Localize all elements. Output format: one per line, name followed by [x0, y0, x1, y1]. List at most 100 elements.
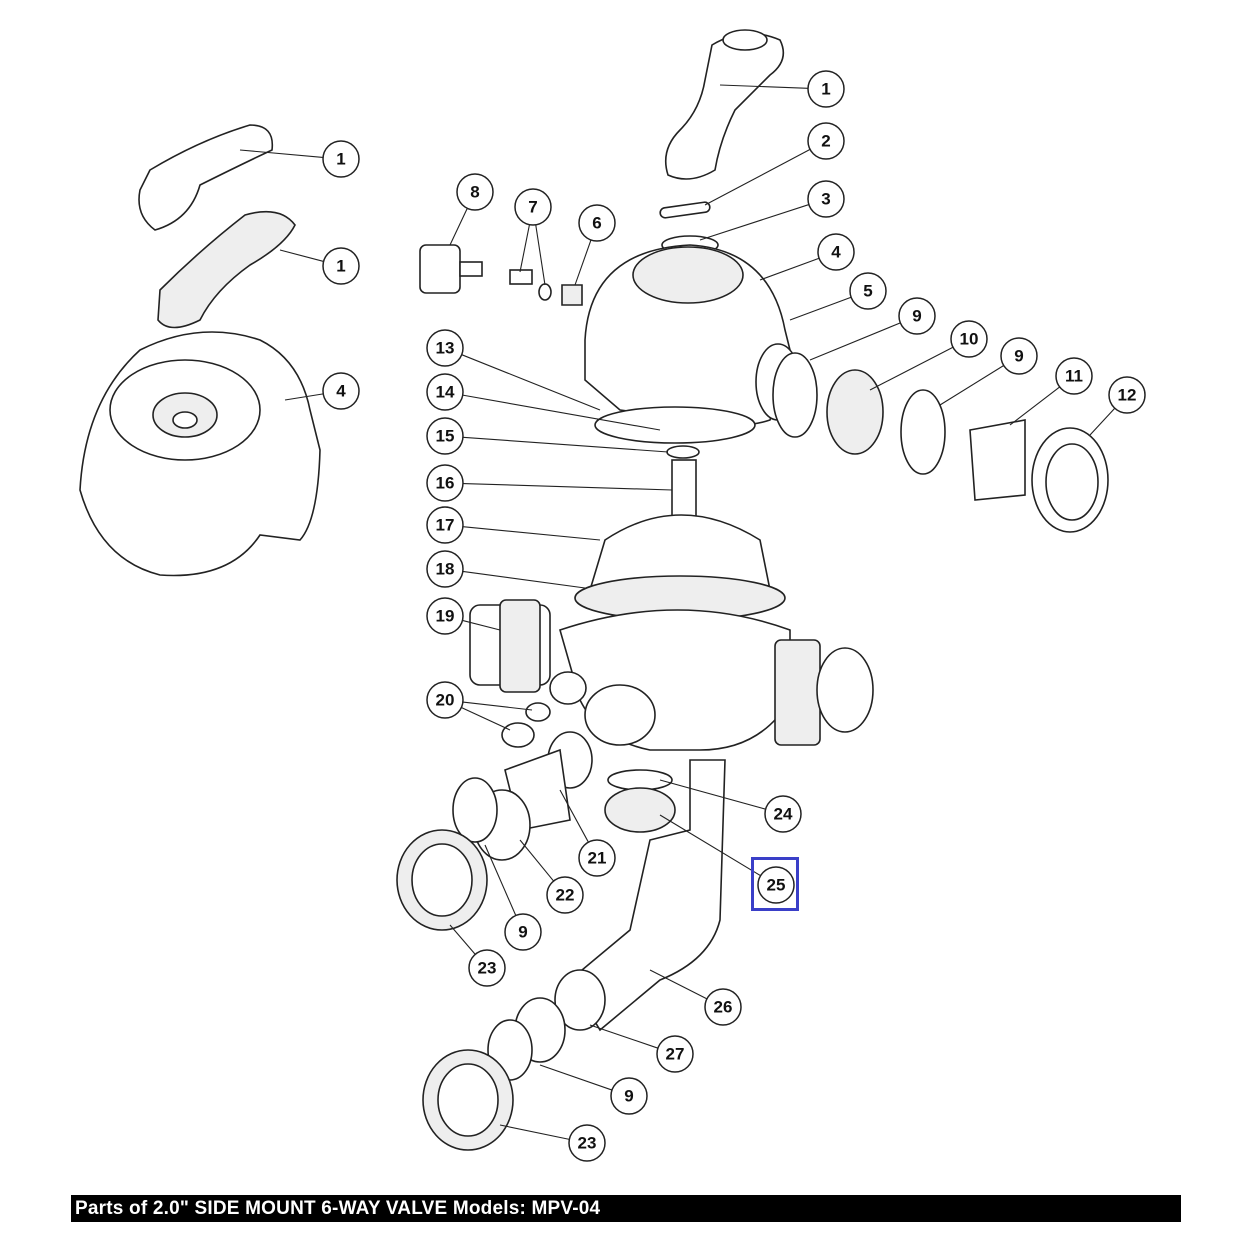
leader-line [279, 249, 324, 262]
callout-number: 25 [767, 876, 786, 895]
leader-line [759, 257, 820, 281]
leader-line [559, 789, 589, 843]
callout-circle [1108, 376, 1146, 414]
callout-part-2: 2 [704, 122, 845, 206]
rotor-assembly [574, 406, 786, 621]
callout-circle [322, 372, 360, 410]
callout-part-17: 17 [426, 506, 601, 544]
callout-number: 24 [774, 805, 793, 824]
callout-number: 9 [624, 1087, 633, 1106]
callout-circle [610, 1077, 648, 1115]
callout-circle [849, 272, 887, 310]
handles-left [138, 124, 296, 329]
leader-line [462, 394, 661, 431]
callout-circle [578, 204, 616, 242]
callout-number: 13 [436, 339, 455, 358]
callout-part-6: 6 [574, 204, 616, 286]
callout-circle [426, 550, 464, 588]
leader-line [499, 1124, 570, 1140]
callout-circle [807, 180, 845, 218]
leader-line [659, 814, 761, 877]
callout-circle [1000, 337, 1038, 375]
callout-number: 9 [518, 923, 527, 942]
callout-part-21: 21 [559, 789, 616, 877]
callout-number: 8 [470, 183, 479, 202]
leader-line [284, 393, 324, 401]
callout-number: 23 [478, 959, 497, 978]
callout-part-11: 11 [1009, 357, 1093, 426]
diagram-caption: Parts of 2.0" SIDE MOUNT 6-WAY VALVE Mod… [71, 1195, 1181, 1222]
leader-line [449, 208, 468, 246]
callout-part-27: 27 [589, 1024, 694, 1073]
callout-circle [322, 247, 360, 285]
highlight-box-part-25 [751, 857, 799, 911]
callout-circle [807, 122, 845, 160]
callout-circle [950, 320, 988, 358]
callout-part-9: 9 [539, 1064, 648, 1115]
leader-line [462, 436, 669, 453]
leader-line [539, 1064, 613, 1091]
leader-line [519, 839, 555, 882]
callout-number: 9 [1014, 347, 1023, 366]
leader-line [462, 619, 501, 631]
callout-number: 1 [336, 257, 345, 276]
leader-line [449, 924, 476, 955]
callout-part-9: 9 [484, 844, 542, 951]
leader-line [1009, 386, 1061, 426]
callout-number: 23 [578, 1134, 597, 1153]
callout-part-20: 20 [426, 681, 533, 731]
callout-part-25: 25 [659, 814, 795, 904]
callout-part-4: 4 [759, 233, 855, 281]
leader-line [461, 707, 511, 731]
callout-circle [764, 795, 802, 833]
callout-number: 17 [436, 516, 455, 535]
callout-part-4: 4 [284, 372, 360, 410]
callout-circle [426, 597, 464, 635]
callout-part-24: 24 [659, 779, 802, 833]
leader-line [659, 779, 766, 810]
callout-part-26: 26 [649, 969, 742, 1026]
callout-circle [426, 417, 464, 455]
leader-line [462, 483, 673, 491]
callout-part-18: 18 [426, 550, 586, 589]
callout-part-13: 13 [426, 329, 601, 411]
callout-part-23: 23 [449, 924, 506, 987]
leader-line [462, 526, 601, 541]
leader-line [519, 224, 531, 273]
callout-circle [1055, 357, 1093, 395]
callout-circle [757, 866, 795, 904]
callout-circle [568, 1124, 606, 1162]
callout-part-15: 15 [426, 417, 669, 455]
callout-number: 6 [592, 214, 601, 233]
callout-circle [426, 373, 464, 411]
callout-number: 22 [556, 886, 575, 905]
handle-top [659, 29, 785, 255]
callout-circle [322, 140, 360, 178]
callout-circle [468, 949, 506, 987]
callout-circle [426, 506, 464, 544]
callout-number: 12 [1118, 386, 1137, 405]
leader-line [939, 365, 1004, 406]
callout-circle [807, 70, 845, 108]
callout-part-16: 16 [426, 464, 673, 502]
callout-circle [426, 329, 464, 367]
callout-number: 9 [912, 307, 921, 326]
leader-line [461, 354, 601, 411]
leader-line [239, 149, 324, 158]
callout-number: 1 [821, 80, 830, 99]
callout-circle [817, 233, 855, 271]
leader-line [462, 701, 533, 711]
callout-part-3: 3 [699, 180, 845, 241]
leader-line [484, 844, 517, 916]
right-fittings [772, 352, 1109, 533]
leader-line [809, 322, 901, 361]
leader-line [719, 84, 809, 89]
callout-circle [578, 839, 616, 877]
callout-part-9: 9 [809, 297, 936, 361]
callout-number: 15 [436, 427, 455, 446]
callout-layer: 1234591091112114876131415161718192021229… [239, 70, 1146, 1162]
callout-number: 1 [336, 150, 345, 169]
callout-part-1: 1 [239, 140, 360, 178]
callout-circle [656, 1035, 694, 1073]
callout-number: 7 [528, 198, 537, 217]
